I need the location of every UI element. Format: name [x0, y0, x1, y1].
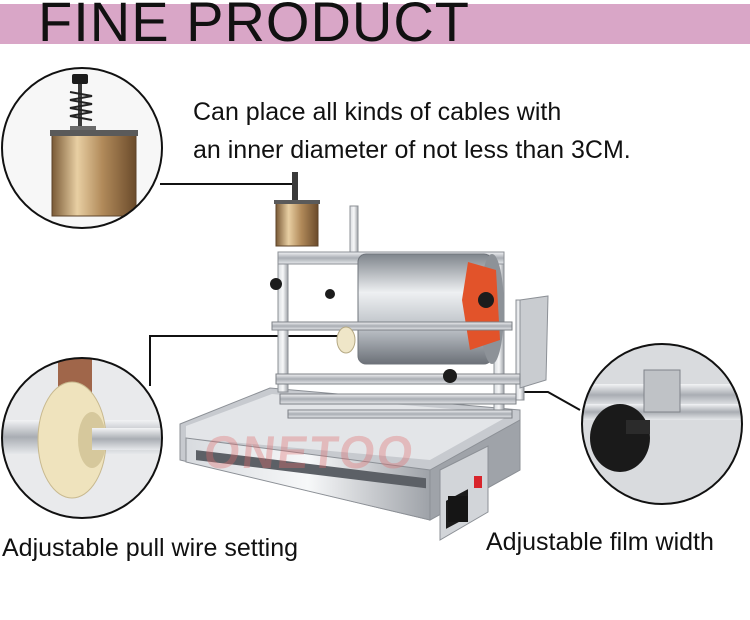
- page-title: FINE PRODUCT: [38, 0, 470, 53]
- caption-cables-line1: Can place all kinds of cables with: [193, 98, 562, 126]
- caption-film-width: Adjustable film width: [486, 528, 714, 556]
- knob-detail-circle: [581, 343, 743, 505]
- wheel-detail-circle: [1, 357, 163, 519]
- caption-pull-wire: Adjustable pull wire setting: [2, 534, 298, 562]
- spool-detail-circle: [1, 67, 163, 229]
- header-banner: [0, 4, 750, 44]
- caption-cables-line2: an inner diameter of not less than 3CM.: [193, 136, 631, 164]
- machine-body: [179, 172, 549, 541]
- watermark-text: ONETOO: [202, 426, 418, 478]
